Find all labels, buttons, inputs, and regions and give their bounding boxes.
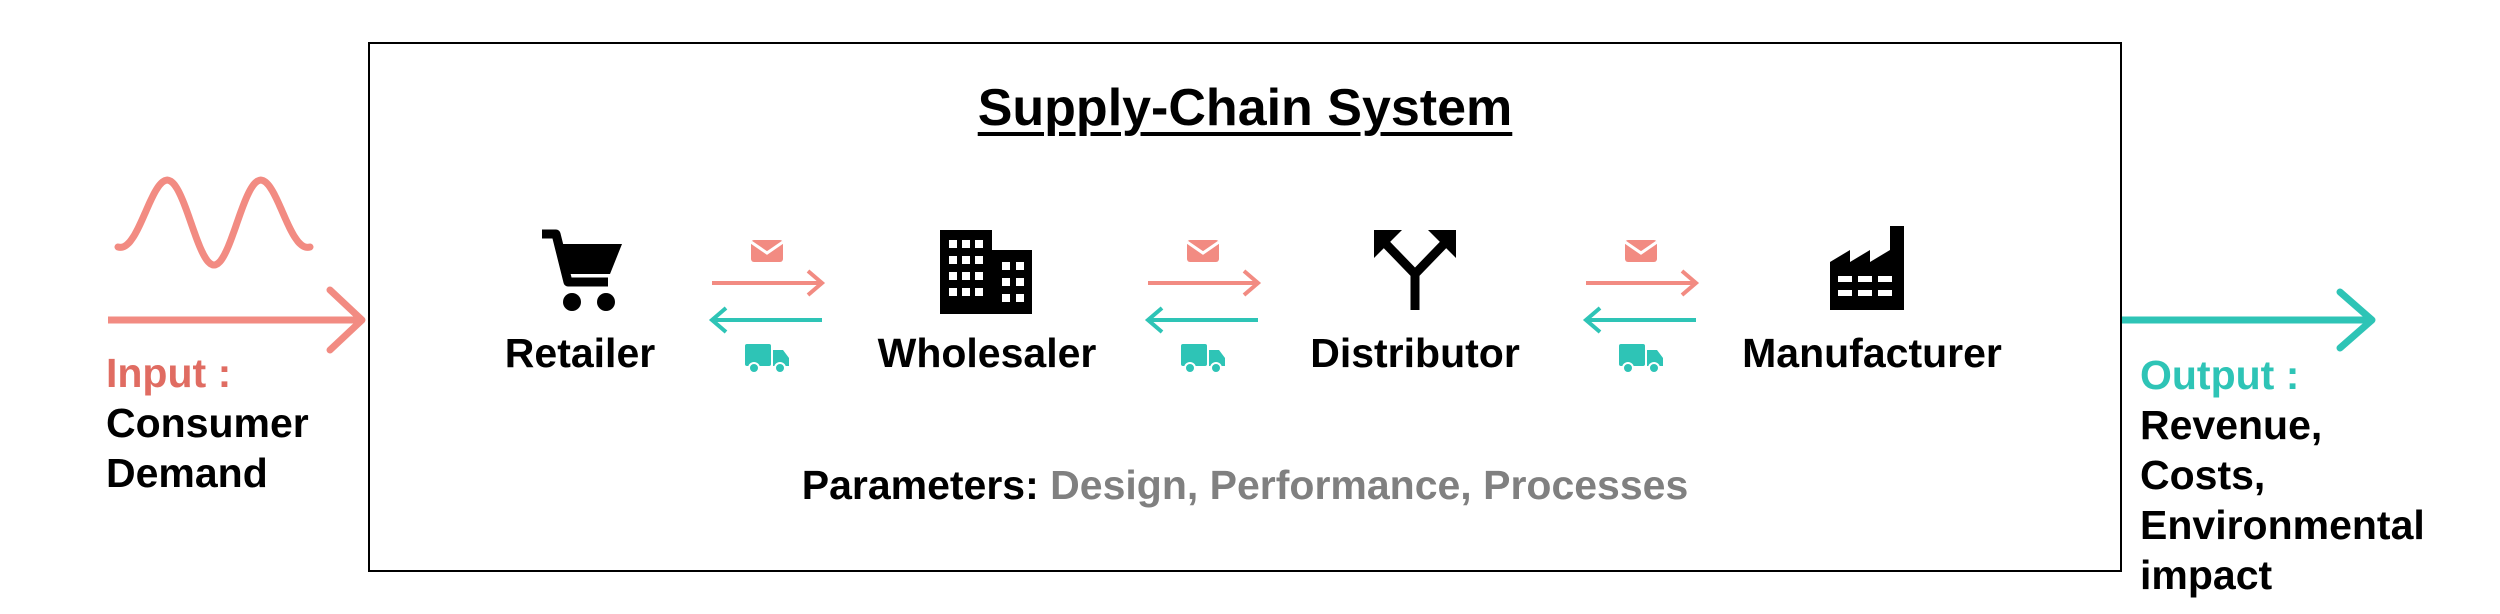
output-line: impact <box>2140 552 2273 598</box>
building-icon <box>940 230 1032 314</box>
node-retailer-label: Retailer <box>504 330 656 376</box>
input-label: Input : <box>106 350 232 396</box>
factory-icon <box>1830 226 1904 310</box>
shopping-cart-icon <box>542 229 622 311</box>
system-title: Supply-Chain System <box>368 78 2122 138</box>
input-arrowhead <box>326 286 366 354</box>
node-distributor-label: Distributor <box>1310 330 1520 376</box>
node-wholesaler-label: Wholesaler <box>877 330 1097 376</box>
output-line: Environmental <box>2140 502 2425 548</box>
system-title-text: Supply-Chain System <box>977 79 1513 137</box>
output-line: Costs, <box>2140 452 2266 498</box>
input-text: Consumer Demand <box>106 398 309 498</box>
parameters-label: Parameters: <box>801 462 1039 508</box>
output-text: Revenue, Costs, Environmental impact <box>2140 400 2425 600</box>
input-line: Consumer <box>106 400 309 446</box>
parameters-value: Design, Performance, Processes <box>1050 462 1689 508</box>
system-frame <box>368 42 2122 572</box>
route-split-icon <box>1374 230 1456 310</box>
node-manufacturer-label: Manufacturer <box>1742 330 2002 376</box>
output-label: Output : <box>2140 352 2300 398</box>
parameters-line: Parameters: Design, Performance, Process… <box>368 462 2122 509</box>
input-line: Demand <box>106 450 268 496</box>
output-arrowhead <box>2336 288 2376 352</box>
output-line: Revenue, <box>2140 402 2323 448</box>
